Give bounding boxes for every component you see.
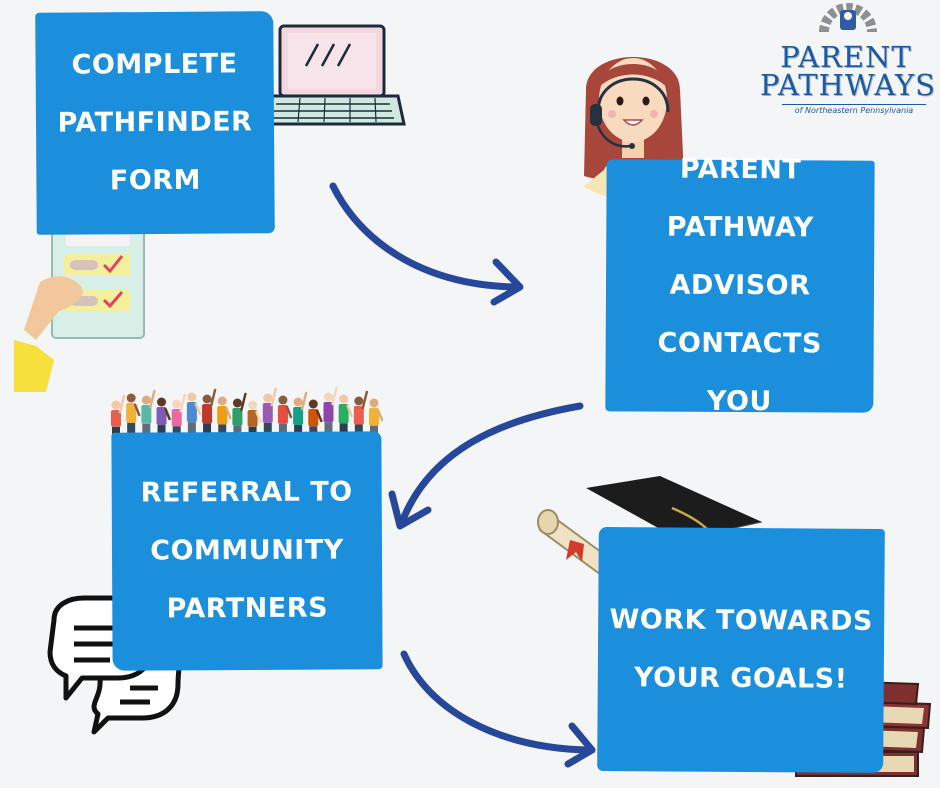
step-text-line: Advisor Contacts (657, 269, 822, 360)
step-text-line: Parent Pathway (666, 153, 814, 244)
step-text-line: Referral to (140, 476, 353, 509)
step-text-line: Partners (166, 592, 329, 625)
laptop-icon (258, 24, 406, 126)
parent-pathways-logo: PARENT PATHWAYS of Northeastern Pennsylv… (760, 8, 936, 118)
step-referral: Referral to Community Partners (111, 431, 383, 671)
step-text-line: You (706, 385, 772, 418)
checklist-icon (14, 219, 145, 392)
step-text-line: your goals! (633, 662, 848, 695)
step-work-towards-goals: Work towards your goals! (597, 527, 885, 773)
logo-emblem-icon (819, 3, 877, 33)
step-text-line: Pathfinder (57, 106, 253, 139)
arrow-icon (329, 182, 524, 306)
step-advisor-contacts: Parent Pathway Advisor Contacts You (605, 154, 875, 417)
arrow-icon (388, 402, 584, 530)
arrow-icon (400, 650, 596, 768)
step-text-line: Form (109, 164, 202, 197)
step-text-line: Complete (71, 48, 238, 81)
step-text-line: Community (150, 534, 344, 567)
step-complete-form: Complete Pathfinder Form (35, 11, 275, 235)
logo-title-line1: PARENT (780, 40, 912, 74)
step-text-line: Work towards (609, 604, 873, 637)
logo-tagline: of Northeastern Pennsylvania (782, 104, 926, 115)
logo-title-line2: PATHWAYS (760, 68, 936, 102)
